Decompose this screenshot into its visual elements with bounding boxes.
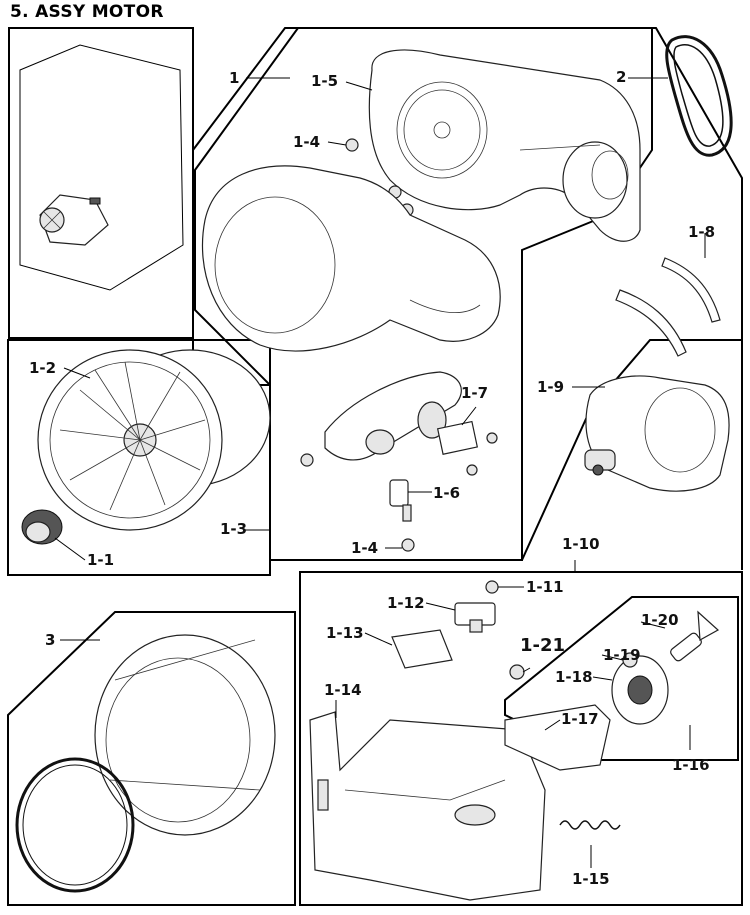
motor-bracket-1-14	[309, 711, 546, 901]
label-1-6: 1-6	[433, 484, 461, 502]
label-1-20: 1-20	[641, 611, 679, 629]
idler-bracket-1-17	[504, 704, 611, 771]
screws-1-4-bottom	[300, 453, 415, 552]
clamp-nut-1-1	[21, 509, 63, 545]
label-1-7: 1-7	[461, 384, 489, 402]
label-2: 2	[616, 68, 627, 86]
sensor-1-6	[389, 479, 412, 522]
fan-frame	[7, 339, 271, 576]
overview-sketch	[19, 44, 184, 291]
shaft-1-20	[670, 610, 720, 662]
label-1-19: 1-19	[603, 646, 641, 664]
label-1-21: 1-21	[520, 635, 566, 656]
label-1-4-bottom: 1-4	[351, 539, 379, 557]
cover-3-frame	[7, 611, 296, 906]
label-1-8: 1-8	[688, 223, 716, 241]
blower-wheel-1-2	[37, 349, 271, 531]
duct-bracket	[324, 371, 462, 461]
label-1-18: 1-18	[555, 668, 593, 686]
front-housing-1-3	[201, 165, 501, 352]
thermostat-1-7	[436, 420, 498, 476]
label-1-9: 1-9	[537, 378, 565, 396]
rear-housing-1-5	[368, 49, 641, 242]
label-1-12: 1-12	[387, 594, 425, 612]
gasket-3	[15, 757, 135, 893]
label-1-5: 1-5	[311, 72, 339, 90]
label-1-17: 1-17	[561, 710, 599, 728]
drive-motor-1-9	[584, 375, 730, 492]
idler-pulley-1-18	[611, 655, 669, 725]
belt-2	[665, 35, 733, 157]
page-title: 5. ASSY MOTOR	[10, 2, 164, 22]
label-1-16: 1-16	[672, 756, 710, 774]
label-1-1: 1-1	[87, 551, 115, 569]
label-1: 1	[229, 69, 240, 87]
label-1-10: 1-10	[562, 535, 600, 553]
screw-1-21	[509, 664, 525, 680]
label-1-4-top: 1-4	[293, 133, 321, 151]
label-1-14: 1-14	[324, 681, 362, 699]
label-1-11: 1-11	[526, 578, 564, 596]
switch-1-13	[391, 629, 453, 669]
overview-inset-frame	[8, 27, 194, 339]
housing-sub-frame	[194, 27, 653, 561]
label-3: 3	[45, 631, 56, 649]
switch-1-12	[454, 602, 496, 633]
label-1-13: 1-13	[326, 624, 364, 642]
spring-1-15	[559, 820, 621, 830]
assy-1-10-frame	[299, 571, 743, 906]
label-1-15: 1-15	[572, 870, 610, 888]
label-1-3: 1-3	[220, 520, 248, 538]
cover-3	[94, 634, 276, 836]
assy-1-frame	[192, 27, 743, 561]
motor-clamps-1-8	[615, 257, 721, 357]
screw-1-11	[485, 580, 499, 594]
assy-1-16-frame	[504, 596, 739, 761]
label-1-2: 1-2	[29, 359, 57, 377]
leader-lines	[54, 77, 706, 868]
